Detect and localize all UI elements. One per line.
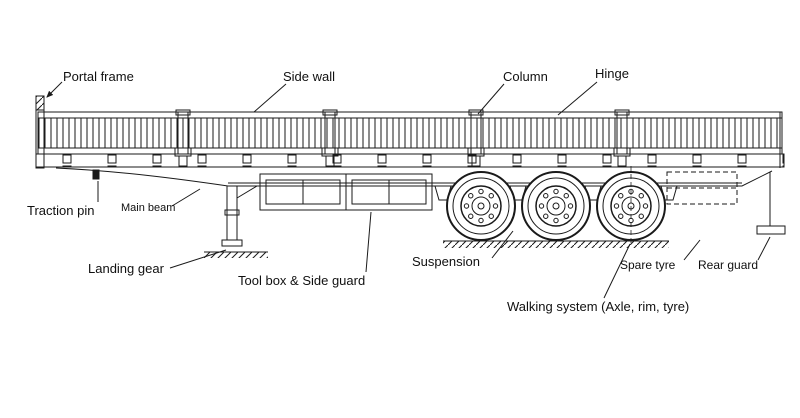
side-wall-drawing [37, 111, 783, 155]
landing-gear-drawing [204, 185, 268, 258]
label-main-beam: Main beam [121, 202, 176, 214]
main-beam-drawing [55, 167, 773, 187]
label-side-wall: Side wall [283, 69, 336, 84]
label-spare-tyre: Spare tyre [620, 258, 676, 272]
label-portal-frame: Portal frame [63, 69, 134, 84]
label-rear-guard: Rear guard [698, 258, 759, 272]
rear-guard-drawing [756, 172, 786, 235]
label-walking-system: Walking system (Axle, rim, tyre) [507, 299, 690, 314]
tool-box-drawing [259, 173, 433, 211]
deck-drawing [35, 153, 785, 168]
ground-hatch [443, 240, 669, 248]
label-suspension: Suspension [412, 254, 480, 269]
leader-lines [46, 81, 771, 299]
portal-frame-drawing [35, 95, 45, 169]
label-hinge: Hinge [595, 66, 629, 81]
walking-system-drawing [446, 166, 666, 246]
spare-tyre-drawing [666, 171, 738, 205]
label-traction-pin: Traction pin [27, 203, 95, 218]
label-column: Column [503, 69, 548, 84]
label-tool-box: Tool box & Side guard [238, 273, 366, 288]
label-landing-gear: Landing gear [88, 261, 164, 276]
